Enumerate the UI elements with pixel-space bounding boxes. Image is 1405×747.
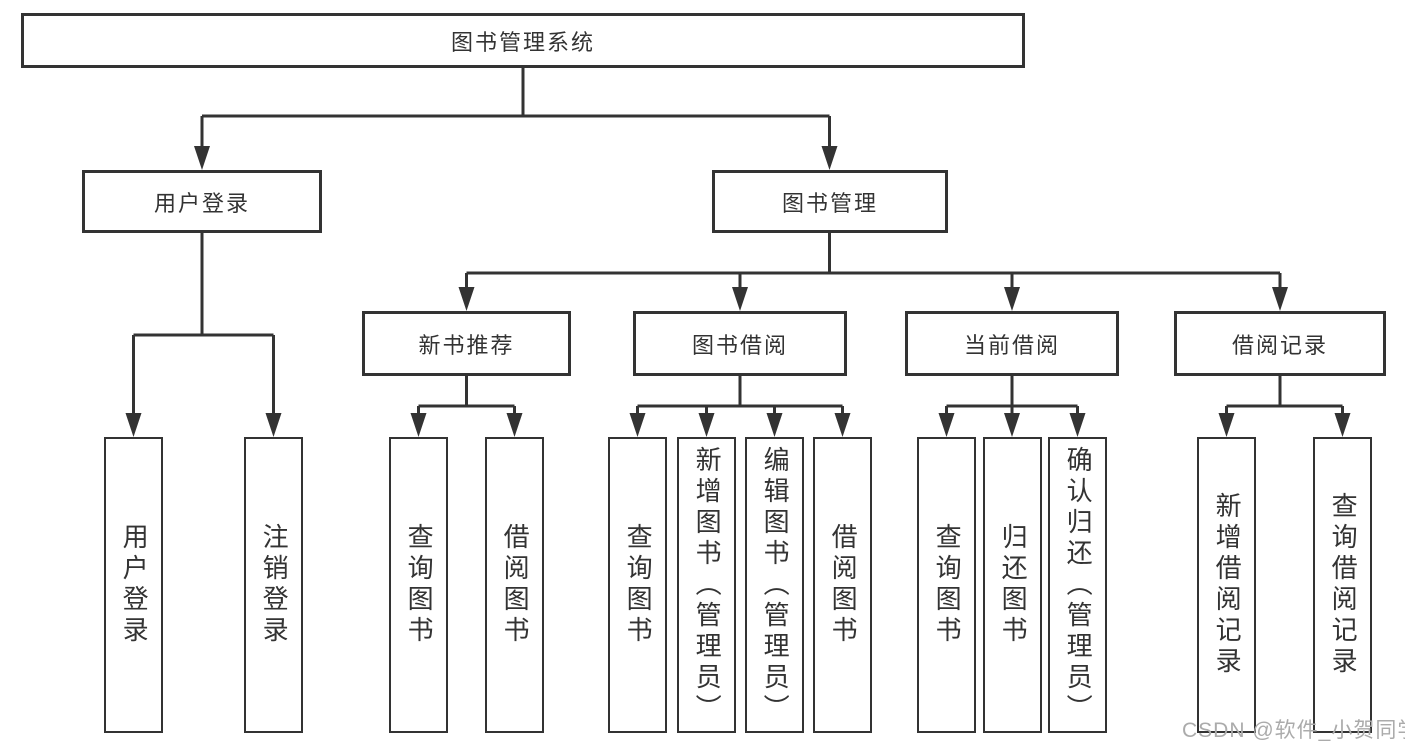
leaf-label: 查询图书 bbox=[623, 523, 654, 647]
leaf-label: 编辑图书（管理员） bbox=[760, 445, 791, 725]
leaf-label: 查询图书 bbox=[932, 523, 963, 647]
arrowhead-icon bbox=[1272, 287, 1288, 311]
leaf-add-books-admin: 新增图书（管理员） bbox=[677, 437, 736, 733]
arrowhead-icon bbox=[1069, 413, 1086, 437]
arrowhead-icon bbox=[1218, 413, 1235, 437]
leaf-query-books-borrow: 查询图书 bbox=[608, 437, 667, 733]
leaf-query-books-recommend: 查询图书 bbox=[389, 437, 448, 733]
arrowhead-icon bbox=[458, 287, 475, 311]
leaf-confirm-return-admin: 确认归还（管理员） bbox=[1048, 437, 1107, 733]
leaf-label: 归还图书 bbox=[998, 523, 1029, 647]
arrowhead-icon bbox=[194, 146, 210, 170]
arrowhead-icon bbox=[1004, 287, 1020, 311]
leaf-label: 查询借阅记录 bbox=[1328, 492, 1359, 678]
arrowhead-icon bbox=[629, 413, 646, 437]
leaf-query-books-current: 查询图书 bbox=[917, 437, 976, 733]
arrowhead-icon bbox=[125, 413, 142, 437]
arrowhead-icon bbox=[938, 413, 955, 437]
leaf-label: 借阅图书 bbox=[828, 523, 859, 647]
leaf-label: 新增图书（管理员） bbox=[692, 445, 723, 725]
leaf-label: 用户登录 bbox=[119, 523, 150, 647]
leaf-query-borrow-record: 查询借阅记录 bbox=[1313, 437, 1372, 733]
arrowhead-icon bbox=[1004, 413, 1020, 437]
node-book-management: 图书管理 bbox=[712, 170, 948, 233]
leaf-add-borrow-record: 新增借阅记录 bbox=[1197, 437, 1256, 733]
leaf-user-login: 用户登录 bbox=[104, 437, 163, 733]
leaf-logout: 注销登录 bbox=[244, 437, 303, 733]
leaf-borrow-books-recommend: 借阅图书 bbox=[485, 437, 544, 733]
arrowhead-icon bbox=[698, 413, 715, 437]
leaf-label: 查询图书 bbox=[404, 523, 435, 647]
leaf-return-books: 归还图书 bbox=[983, 437, 1042, 733]
arrowhead-icon bbox=[1334, 413, 1351, 437]
leaf-edit-books-admin: 编辑图书（管理员） bbox=[745, 437, 804, 733]
arrowhead-icon bbox=[506, 413, 523, 437]
leaf-label: 确认归还（管理员） bbox=[1063, 445, 1094, 725]
arrowhead-icon bbox=[766, 413, 783, 437]
node-borrow-records: 借阅记录 bbox=[1174, 311, 1386, 376]
arrowhead-icon bbox=[265, 413, 282, 437]
node-new-book-recommend: 新书推荐 bbox=[362, 311, 571, 376]
arrowhead-icon bbox=[410, 413, 427, 437]
arrowhead-icon bbox=[821, 146, 838, 170]
node-root: 图书管理系统 bbox=[21, 13, 1025, 68]
arrowhead-icon bbox=[834, 413, 851, 437]
leaf-label: 借阅图书 bbox=[500, 523, 531, 647]
arrowhead-icon bbox=[732, 287, 748, 311]
node-current-borrow: 当前借阅 bbox=[905, 311, 1119, 376]
leaf-borrow-books: 借阅图书 bbox=[813, 437, 872, 733]
leaf-label: 新增借阅记录 bbox=[1212, 492, 1243, 678]
leaf-label: 注销登录 bbox=[259, 523, 290, 647]
csdn-watermark: CSDN @软件_小贺同学 bbox=[1182, 719, 1405, 742]
node-book-borrow: 图书借阅 bbox=[633, 311, 847, 376]
node-user-login: 用户登录 bbox=[82, 170, 322, 233]
